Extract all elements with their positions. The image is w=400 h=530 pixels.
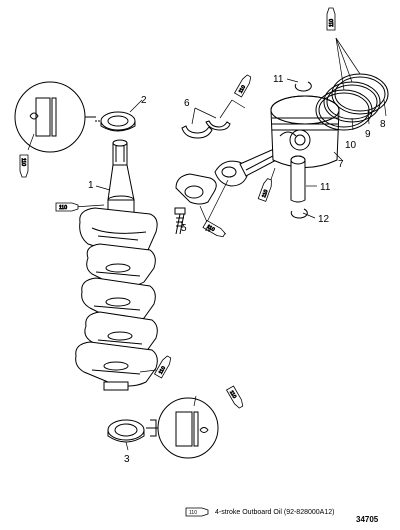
oil-tube-icon: 110 bbox=[326, 7, 336, 31]
oil-tube-icon: 110 bbox=[185, 507, 209, 517]
bottom-seal-detail-circle bbox=[146, 397, 219, 459]
callout-5: 5 bbox=[181, 223, 187, 234]
rod-bolt bbox=[174, 207, 186, 235]
oil-tube-icons: 110 110 110 110 110 110 110 110 bbox=[19, 7, 336, 409]
crankshaft bbox=[75, 139, 158, 391]
piston bbox=[270, 95, 340, 168]
callout-11-upper: 11 bbox=[273, 74, 284, 85]
piston-pin bbox=[290, 155, 306, 203]
piston-pin-clip-upper bbox=[294, 81, 312, 92]
seal-detail-circle bbox=[14, 81, 96, 153]
piston-pin-clip-lower bbox=[290, 208, 308, 219]
oil-tube-label: 110 bbox=[238, 84, 247, 94]
callout-10: 10 bbox=[345, 140, 357, 151]
oil-tube-label: 110 bbox=[329, 19, 335, 27]
callout-8: 8 bbox=[380, 119, 386, 130]
callout-12: 12 bbox=[318, 214, 330, 225]
oil-tube-icon: 110 bbox=[153, 355, 172, 379]
oil-tube-icon: 110 bbox=[55, 202, 79, 212]
callout-4: 4 bbox=[205, 224, 211, 235]
figure-number: 34705 bbox=[356, 515, 379, 524]
callout-7: 7 bbox=[338, 159, 344, 170]
oil-tube-label: 110 bbox=[206, 224, 216, 233]
oil-tube-icon: 110 bbox=[19, 154, 29, 178]
oil-tube-icon: 110 bbox=[225, 385, 244, 409]
connecting-rod-cap bbox=[175, 173, 217, 205]
callout-3: 3 bbox=[124, 454, 130, 465]
legend-tube-code: 110 bbox=[189, 510, 197, 516]
legend-description: 4-stroke Outboard Oil (92-828000A12) bbox=[215, 508, 335, 516]
oil-tube-icon: 110 bbox=[233, 74, 252, 98]
oil-tube-label: 110 bbox=[59, 205, 67, 211]
callout-1: 1 bbox=[88, 180, 94, 191]
lubricant-legend: 110 4-stroke Outboard Oil (92-828000A12) bbox=[185, 506, 334, 518]
oil-tube-label: 110 bbox=[20, 158, 26, 166]
callout-2: 2 bbox=[141, 95, 147, 106]
oil-tube-icon: 110 bbox=[202, 219, 226, 238]
oil-tube-icon: 110 bbox=[257, 178, 272, 202]
bottom-oil-seal bbox=[107, 419, 145, 443]
leader-lines bbox=[27, 37, 387, 451]
oil-tube-label: 110 bbox=[158, 365, 167, 375]
callout-11-lower: 11 bbox=[320, 182, 331, 193]
top-oil-seal bbox=[95, 111, 136, 132]
callout-numbers: 1 2 3 4 5 6 7 8 9 10 11 11 12 bbox=[88, 74, 386, 465]
callout-9: 9 bbox=[365, 129, 371, 140]
oil-tube-label: 110 bbox=[261, 189, 269, 199]
oil-tube-label: 110 bbox=[228, 390, 237, 400]
main-bearing bbox=[181, 120, 231, 139]
callout-6: 6 bbox=[184, 98, 190, 109]
